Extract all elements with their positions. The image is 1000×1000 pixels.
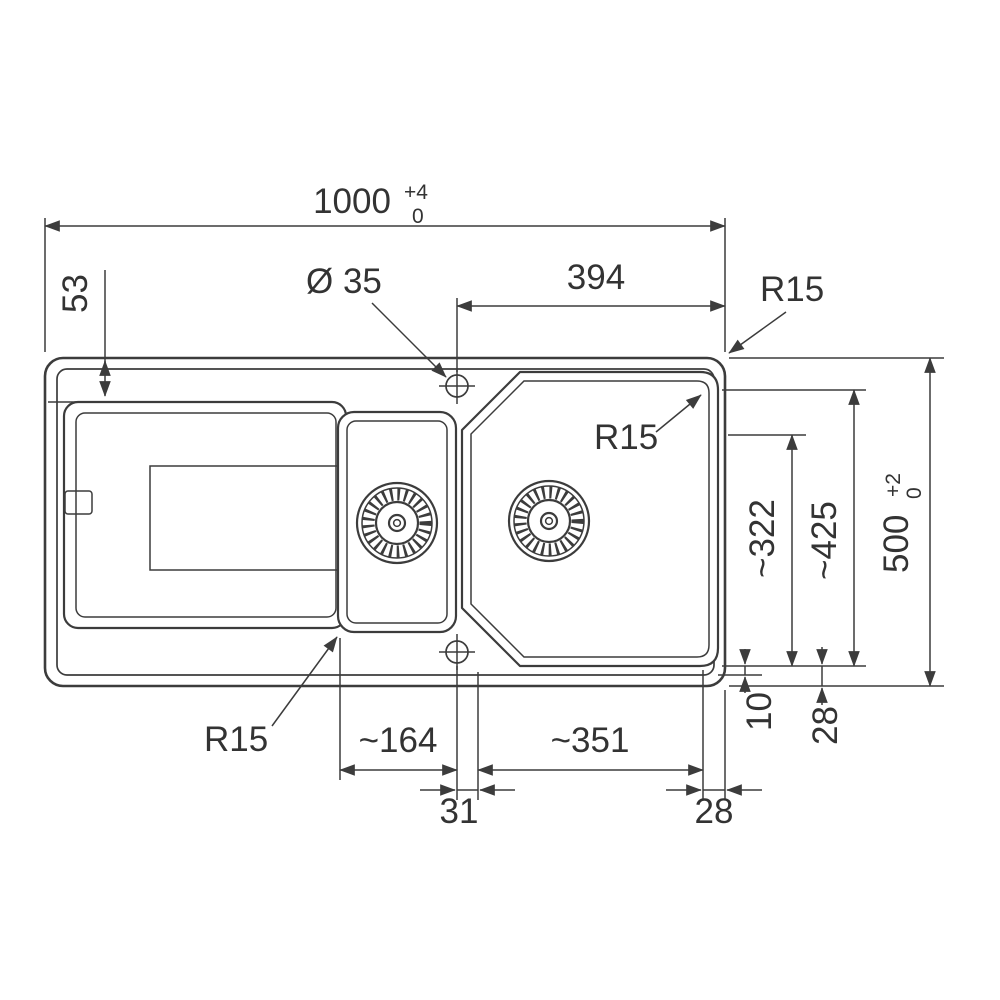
drainer-inner-edge: [75, 412, 337, 618]
dim-500-tol-plus: +2: [882, 473, 905, 497]
bottom-extension-lines: [339, 638, 726, 800]
dim-main-bowl-top-width: 394: [456, 258, 726, 372]
dim-28-bottom-label: 28: [695, 792, 734, 831]
dim-28-right-label: 28: [806, 706, 845, 745]
dim-500-tol-minus: 0: [903, 487, 926, 499]
dim-total-width-tol-minus: 0: [412, 205, 424, 228]
tap-hole-diameter-label: Ø 35: [306, 262, 382, 301]
dim-rim-offset-28: 28: [806, 647, 845, 745]
dim-bowl-outer-depth-425: ~425: [722, 389, 866, 667]
dim-total-width-tol-plus: +4: [404, 181, 428, 204]
dim-500-label: 500: [877, 515, 916, 573]
radius-outer-corner: R15: [728, 270, 824, 354]
leader-line: [371, 302, 447, 378]
dim-total-width-label: 1000: [313, 182, 391, 221]
dim-edge-gap-28: 28: [666, 784, 762, 831]
leader-line: [655, 394, 702, 433]
dim-tap-hole: Ø 35: [306, 262, 447, 378]
radius-small-bowl: R15: [204, 636, 338, 759]
leader-line: [271, 636, 338, 727]
dim-bowl-inner-depth-322: ~322: [722, 434, 866, 667]
dim-53-label: 53: [56, 274, 95, 313]
dim-total-width: 1000 +4 0: [44, 181, 726, 352]
dim-425-label: ~425: [805, 501, 844, 580]
radius-main-bowl: R15: [594, 394, 702, 457]
dim-drainer-to-tap-164: ~164: [339, 721, 458, 776]
dim-main-bowl-width-351: ~351: [477, 721, 704, 776]
dim-10-label: 10: [740, 692, 779, 731]
r15-main-bowl-label: R15: [594, 418, 658, 457]
dim-tap-gap-31: 31: [420, 784, 515, 831]
r15-outer-label: R15: [760, 270, 824, 309]
dim-edge-to-drainer: 53: [48, 270, 122, 403]
small-bowl-inner-edge: [346, 420, 448, 624]
leader-line: [728, 311, 787, 354]
dim-394-label: 394: [567, 258, 625, 297]
drainer-slot: [64, 490, 93, 515]
dim-164-label: ~164: [359, 721, 438, 760]
dim-351-label: ~351: [551, 721, 630, 760]
dim-322-label: ~322: [743, 499, 782, 578]
main-bowl-inner-edge: [470, 380, 710, 658]
dim-31-label: 31: [440, 792, 479, 831]
dim-total-depth-500: 500 +2 0: [729, 357, 944, 687]
r15-small-bowl-label: R15: [204, 720, 268, 759]
dim-rim-offset-10: 10: [718, 649, 779, 731]
